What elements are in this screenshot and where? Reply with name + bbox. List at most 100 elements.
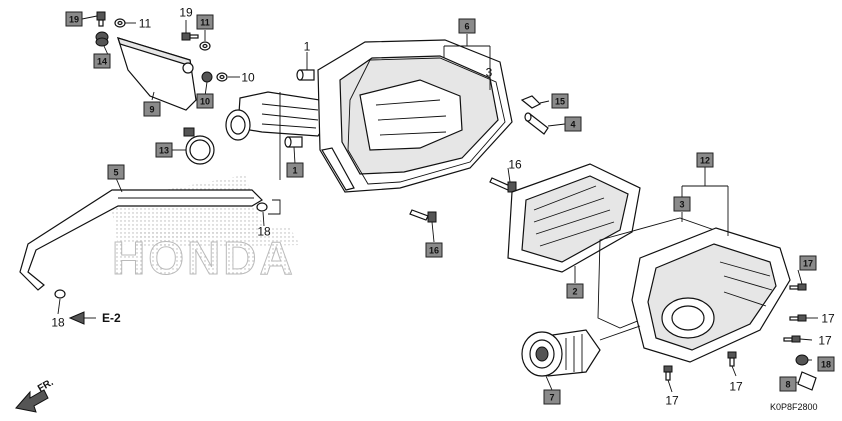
callout-box-frame [196,93,214,109]
callout-text: 17 [821,312,835,326]
callout-box: 18 [817,356,835,372]
callout-box: 2 [566,283,584,299]
cap-18 [795,354,809,366]
leader-lines [57,15,818,393]
callout-box-frame [155,142,173,158]
callout-box-frame [286,162,304,178]
screw-17-right-lower [783,335,801,343]
callout-number: 16 [508,158,522,172]
tube-clip-18-right [256,202,268,212]
callout-box-frame [196,14,214,30]
screw-17-right [789,314,807,322]
callout-text: 12 [700,156,710,166]
callout-box-frame [566,283,584,299]
callout-text: 6 [464,22,469,32]
callout-text: 9 [149,105,154,115]
callout-box: 1 [286,162,304,178]
bolt-19-top-left [96,11,106,27]
callout-box: 6 [458,18,476,34]
callout-box: 5 [107,164,125,180]
front-label: FR. [36,377,56,395]
callout-number: 17 [665,394,679,408]
callout-box-frame [65,11,83,27]
diagram-code: K0P8F2800 [770,402,818,412]
callout-box-frame [673,196,691,212]
callout-text: 3 [679,200,684,210]
tube-clip-18-left [54,289,66,299]
screw-1-upper [296,69,315,81]
callout-box: 3 [673,196,691,212]
screw-1-lower [284,136,303,148]
callout-box-frame [779,376,797,392]
callout-text: 18 [821,360,831,370]
dotted-background: HONDA [110,175,300,285]
screw-17-bottom-left [663,365,673,381]
callout-number: 19 [179,6,193,20]
callout-box-frame [799,255,817,271]
callout-box: 7 [543,389,561,405]
bolt-19-top [181,32,199,41]
washer-11-top [199,41,211,51]
grommet-14 [95,31,109,47]
callout-text: 11 [139,17,152,31]
callout-text: 2 [572,287,577,297]
tube-band-13 [183,127,215,165]
callout-text: 1 [292,166,297,176]
air-cleaner-connecting-tube [521,329,601,377]
callout-box: 17 [799,255,817,271]
washer-11-top-left [114,18,126,28]
callout-text: 17 [803,259,813,269]
callout-text: 11 [200,18,210,28]
callout-box-frame [817,356,835,372]
callout-number: 11 [139,17,152,31]
callout-box: 19 [65,11,83,27]
callout-text: 3 [486,66,493,80]
e2-reference: E-2 [68,311,121,325]
screw-17-bottom [727,351,737,367]
callout-text: 19 [69,15,79,25]
e2-label: E-2 [102,311,121,325]
callout-number: 17 [821,312,835,326]
callout-box-frame [564,116,582,132]
callout-text: 15 [555,97,565,107]
callout-text: 1 [304,40,311,54]
callout-text: 14 [97,57,107,67]
callout-text: 10 [200,97,210,107]
callout-box: 4 [564,116,582,132]
bolt-16-lower [409,209,437,223]
callout-box: 8 [779,376,797,392]
air-cleaner-element [507,163,641,273]
callout-text: 13 [159,146,169,156]
callout-box: 16 [425,242,443,258]
callout-box: 10 [196,93,214,109]
case-seal-gasket [347,57,506,185]
callout-number: 18 [51,316,65,330]
callout-box-frame [551,93,569,109]
callout-text: 10 [241,71,255,85]
air-cleaner-case [317,39,513,193]
intake-connecting-tube [225,91,331,141]
callout-box: 14 [93,53,111,69]
washer-10 [216,72,228,82]
callout-number: 1 [304,40,311,54]
drain-tube-4 [524,112,549,135]
air-cleaner-cover [631,227,791,363]
callout-box-frame [543,389,561,405]
callout-box-frame [696,152,714,168]
callout-text: 19 [179,6,193,20]
callout-number: 3 [486,66,493,80]
clip-15 [520,95,542,109]
callout-box-frame [143,101,161,117]
callout-box: 9 [143,101,161,117]
air-cleaner-cover-plate [117,37,197,111]
honda-watermark: HONDA [112,232,296,284]
callout-text: 17 [665,394,679,408]
screw-17-top-right [789,283,807,291]
callout-box-frame [425,242,443,258]
callout-text: 17 [818,334,832,348]
callout-text: 18 [51,316,65,330]
callout-text: 7 [549,393,554,403]
